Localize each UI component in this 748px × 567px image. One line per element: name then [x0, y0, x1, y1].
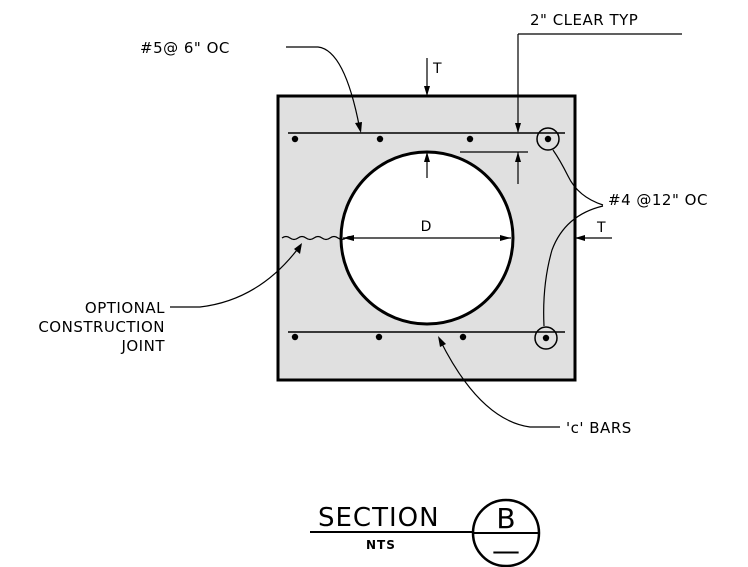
dim-t-side-arrow [575, 235, 585, 241]
joint-leader-arrow [294, 243, 302, 254]
bottom-rebar-callout-circle [534, 326, 558, 350]
section-symbol-sheet: — [492, 534, 520, 567]
top-rebar-callout-circle [536, 127, 560, 151]
top-rebar-1 [291, 135, 299, 143]
joint-label-line3: JOINT [120, 337, 165, 355]
dim-t-top-arrow-up [424, 152, 430, 162]
side-bars-label: #4 @12" OC [608, 191, 708, 209]
bottom-rebar-4 [542, 334, 550, 342]
top-rebar-2 [376, 135, 384, 143]
joint-leader [170, 245, 301, 308]
bottom-rebar-2 [375, 333, 383, 341]
dim-d-label: D [421, 219, 432, 235]
top-bars-label: #5@ 6" OC [140, 39, 230, 57]
joint-label-line1: OPTIONAL [85, 299, 165, 317]
bottom-rebar-3 [459, 333, 467, 341]
dim-d-arrow-left [343, 235, 354, 241]
dim-t-side-label: T [596, 220, 606, 236]
top-rebar-3 [466, 135, 474, 143]
dim-t-top-arrow-down [424, 86, 430, 96]
c-bars-leader [439, 339, 560, 428]
clear-arrow-down [515, 123, 521, 133]
top-bars-leader-arrow [355, 122, 362, 133]
bottom-rebar-1 [291, 333, 299, 341]
c-bars-label: 'c' BARS [566, 419, 632, 437]
joint-label-line2: CONSTRUCTION [38, 318, 165, 336]
construction-joint-line [281, 235, 355, 241]
side-bars-leader-bottom [543, 205, 604, 327]
top-bars-leader [286, 46, 361, 131]
dim-d-arrow-right [500, 235, 511, 241]
side-bars-leader-top [552, 149, 604, 206]
c-bars-leader-arrow [438, 336, 446, 347]
clear-arrow-up [515, 152, 521, 162]
top-rebar-4 [544, 135, 552, 143]
clear-label: 2" CLEAR TYP [530, 11, 638, 29]
section-title: SECTION [318, 503, 440, 533]
dim-t-top-label: T [432, 61, 442, 77]
section-symbol-letter: B [496, 502, 515, 535]
section-scale: NTS [366, 538, 396, 552]
